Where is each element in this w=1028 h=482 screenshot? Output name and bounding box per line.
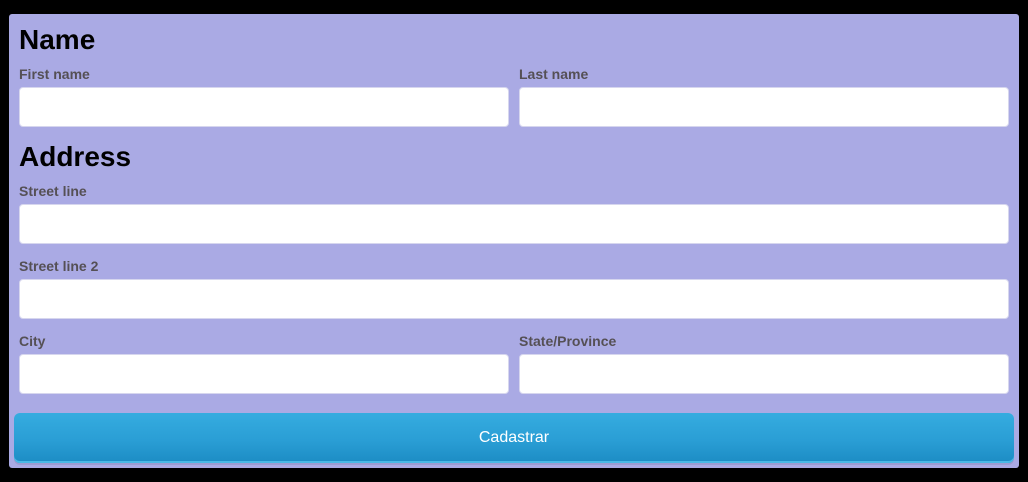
first-name-label: First name <box>19 66 90 82</box>
cadastrar-button[interactable]: Cadastrar <box>14 413 1014 463</box>
last-name-input[interactable] <box>519 87 1009 127</box>
first-name-input[interactable] <box>19 87 509 127</box>
street-line-label: Street line <box>19 183 87 199</box>
name-section-title: Name <box>19 24 96 55</box>
street-line-2-input[interactable] <box>19 279 1009 319</box>
registration-form: Name First name Last name Address Street… <box>9 14 1019 468</box>
state-province-input[interactable] <box>519 354 1009 394</box>
street-line-2-label: Street line 2 <box>19 258 99 274</box>
street-line-input[interactable] <box>19 204 1009 244</box>
state-province-label: State/Province <box>519 333 617 349</box>
last-name-label: Last name <box>519 66 589 82</box>
city-input[interactable] <box>19 354 509 394</box>
city-label: City <box>19 333 46 349</box>
address-section-title: Address <box>19 141 132 172</box>
